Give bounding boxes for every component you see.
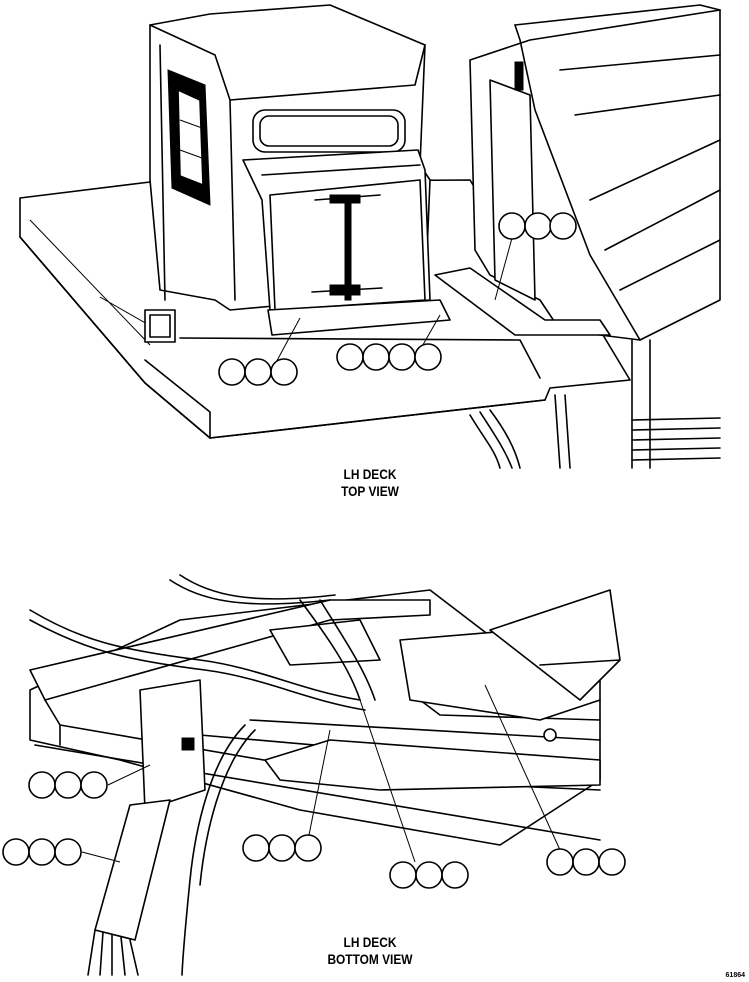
top-view-caption-line2: TOP VIEW (341, 483, 399, 499)
mounting-bracket (139, 679, 206, 811)
callout-group-rail (242, 834, 322, 862)
bottom-view-caption-line2: BOTTOM VIEW (327, 951, 413, 967)
callout-group-deck-front (218, 358, 298, 386)
callout-group-cable (389, 861, 469, 889)
wire-harness (94, 799, 171, 941)
callout-group-cab-side (498, 212, 577, 240)
top-view-caption: LH DECK TOP VIEW (311, 466, 430, 500)
callout-group-deck-center (336, 343, 442, 371)
bottom-view-caption: LH DECK BOTTOM VIEW (311, 934, 430, 968)
bottom-view-illustration (29, 574, 621, 976)
top-view-caption-line1: LH DECK (343, 466, 397, 482)
figure-number: 61864 (725, 972, 745, 979)
callout-group-bracket (28, 771, 108, 799)
top-view-illustration (19, 4, 721, 469)
bottom-view-caption-line1: LH DECK (343, 934, 397, 950)
callout-group-plate (546, 848, 626, 876)
callout-group-harness (2, 838, 82, 866)
